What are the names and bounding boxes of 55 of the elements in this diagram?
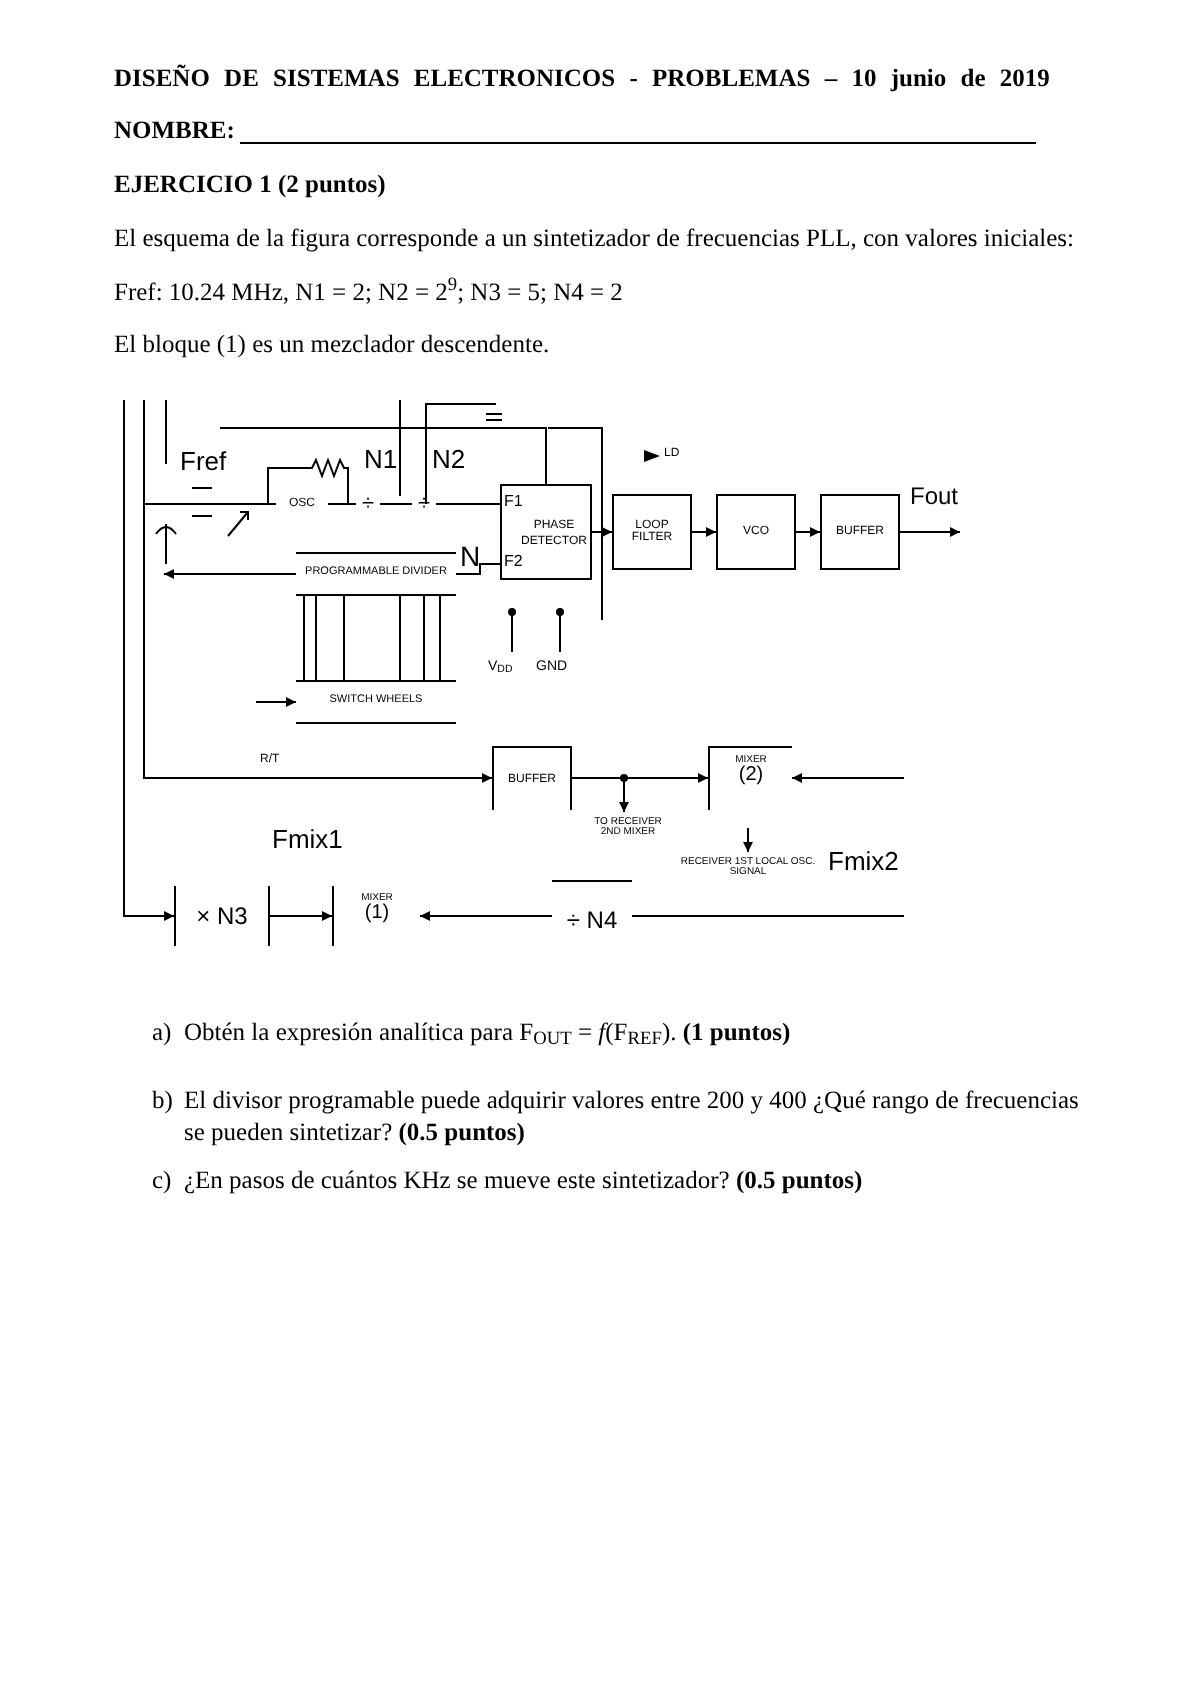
list-marker: c): [152, 1166, 172, 1198]
block-caption: N2: [432, 446, 466, 472]
block-label: (1): [364, 904, 390, 924]
question-text: Obtén la expresión analítica para F$_{OUT}$ = f(F$_{REF}$). (1 puntos): [184, 1018, 793, 1050]
arrow: [743, 827, 753, 853]
arrow: [163, 569, 297, 579]
block-box: [708, 746, 792, 810]
arrow: [269, 911, 333, 921]
diagram-label: Fmix2: [828, 846, 899, 879]
statement-text: El bloque (1) es un mezclador descendente.: [114, 330, 550, 362]
connector-line: [219, 427, 547, 485]
arrow: [591, 527, 613, 537]
list-marker: a): [152, 1018, 172, 1050]
block-box: [612, 494, 692, 570]
diagram-label: Fref: [180, 446, 227, 479]
arrow: [795, 527, 821, 537]
arrow: [143, 399, 493, 783]
connector-line: [303, 595, 441, 681]
arrow: [571, 777, 629, 813]
block-caption: N: [460, 542, 481, 570]
block-box: [500, 484, 592, 580]
block-label: ÷: [361, 493, 375, 515]
statement-text: Fref: 10.24 MHz, N1 = 2; N2 = 2$^{9}$; N3 = 5; N4 = 2: [114, 278, 623, 310]
arrow: [691, 527, 717, 537]
block-box: [552, 880, 632, 932]
connector-line: [435, 503, 501, 505]
block-box: [174, 886, 270, 946]
block-caption: N1: [364, 446, 398, 472]
arrow: [899, 527, 961, 537]
connector-line: [379, 503, 413, 505]
connector-line: [455, 563, 501, 575]
question-text: ¿En pasos de cuántos KHz se mueve este sintetizador? (0.5 puntos): [184, 1166, 865, 1198]
statement-text: El esquema de la figura corresponde a un sintetizador de frecuencias PLL, con valores iniciales:: [114, 224, 1075, 256]
block-caption: Fout: [910, 484, 959, 508]
connector-line: [327, 503, 357, 505]
block-label: F1: [504, 494, 523, 510]
list-marker: b): [152, 1086, 173, 1118]
question-text: El divisor programable puede adquirir valores entre 200 y 400 ¿Qué rango de frecuencias se pueden sintetizar? (0.5 puntos): [184, 1086, 1081, 1149]
statement-text: EJERCICIO 1 (2 puntos): [114, 170, 386, 202]
block-box: [296, 680, 456, 724]
block-label: F2: [504, 554, 523, 570]
block-label: × N3: [196, 904, 248, 928]
block-box: [716, 494, 796, 570]
arrow: [255, 697, 297, 707]
arrow: [791, 773, 905, 783]
page-title: DISEÑO DE SISTEMAS ELECTRONICOS - PROBLEMAS – 10 junio de 2019: [114, 62, 1050, 96]
arrow: [123, 399, 175, 921]
connector-line: [631, 915, 905, 917]
statement-text: NOMBRE:: [114, 116, 235, 148]
connector-line: [143, 503, 277, 505]
block-label: ÷ N4: [566, 908, 618, 932]
block-box: [492, 746, 572, 810]
diagram-label: Fmix1: [272, 824, 343, 857]
block-label: (2): [738, 766, 764, 786]
arrow: [419, 911, 553, 921]
